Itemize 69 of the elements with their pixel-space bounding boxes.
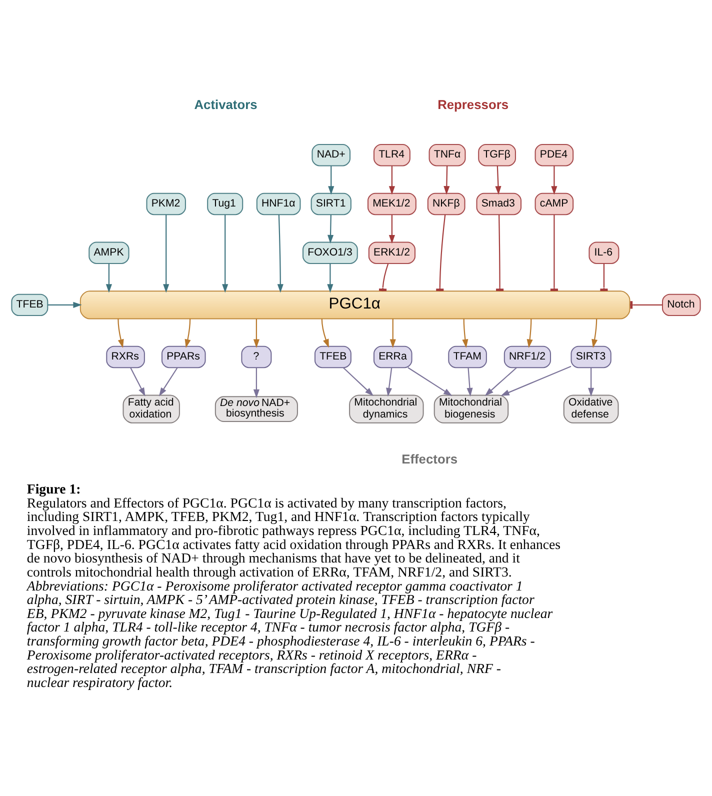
- node-box: TGFβ: [478, 144, 516, 166]
- node-box: TFEB: [314, 345, 352, 368]
- arrow: [184, 318, 191, 348]
- node-box: ERRa: [373, 345, 412, 368]
- arrow: [592, 318, 598, 348]
- arrow: [277, 214, 284, 292]
- arrow: [118, 318, 124, 348]
- arrow: [342, 366, 374, 396]
- node-box: PPARs: [161, 345, 206, 368]
- arrow: [466, 367, 473, 396]
- caption: Figure 1: Regulators and Effectors of PGC1α. PGC1α is activated by many transcription factors, including SIRT1, AMPK, TFEB, PKM2, Tug1, and HNF1α. Transcription factors typically involved in inflammatory and pro-fibrotic pathways repress PGC1α, including TLR4, TNFα, TGFβ, PDE4, IL-6. PGC1α activates fatty acid oxidation through PPARs and RXRs. It enhances de novo biosynthesis of NAD+ through mechanisms that have yet to be delineated, and it controls mitochondrial health through activation of ERRα, TFAM, NRF1/2, and SIRT3. Abbreviations: PGC1α - Peroxisome proliferator activated receptor gamma coactivator 1 alpha, SIRT - sirtuin, AMPK - 5’ AMP-activated protein kinase, TFEB - transcription factor EB, PKM2 - pyruvate kinase M2, Tug1 - Taurine Up-Regulated 1, HNF1α - hepatocyte nuclear factor 1 alpha, TLR4 - toll-like receptor 4, TNFα - tumor necrosis factor alpha, TGFβ - transforming growth factor beta, PDE4 - phosphodiesterase 4, IL-6 - interleukin 6, PPARs - Peroxisome proliferator-activated receptors, RXRs - retinoid X receptors, ERRα - estrogen-related receptor alpha, TFAM - transcription factor A, mitochondrial, NRF - nuclear respiratory factor.: [26, 480, 561, 690]
- node-box: Oxidative defense: [563, 394, 619, 423]
- node-box: PDE4: [534, 144, 574, 166]
- arrow: [388, 214, 395, 244]
- node-box: Tug1: [207, 192, 244, 215]
- node-box: TFEB: [11, 293, 48, 316]
- node-box: MEK1/2: [367, 192, 416, 215]
- arrow: [222, 214, 228, 292]
- label: Effectors: [402, 451, 458, 466]
- node-box: NRF1/2: [504, 345, 551, 368]
- node-box: SIRT3: [570, 345, 612, 368]
- node-box: Smad3: [476, 192, 522, 215]
- label: Activators: [194, 96, 258, 112]
- label: Repressors: [438, 96, 509, 112]
- arrow: [163, 214, 170, 292]
- node-box: FOXO1/3: [302, 241, 358, 264]
- arrow: [106, 263, 112, 292]
- node-box: ERK1/2: [368, 241, 416, 264]
- node-box: HNF1α: [256, 192, 301, 215]
- arrow: [500, 365, 572, 396]
- node-box: Fatty acid oxidation: [122, 394, 180, 423]
- node-box: De novo NAD+ biosynthesis: [214, 396, 298, 422]
- arrow: [444, 166, 450, 194]
- arrow: [408, 366, 452, 396]
- node-box: TLR4: [373, 144, 410, 166]
- arrow: [462, 318, 468, 348]
- node-box: TNFα: [428, 144, 466, 166]
- arrow: [321, 318, 329, 348]
- arrow: [388, 166, 395, 194]
- node-box: NKFβ: [427, 192, 466, 215]
- arrow: [551, 166, 558, 194]
- arrow: [328, 166, 334, 194]
- node-box: ?: [241, 345, 272, 368]
- node-box: RXRs: [106, 345, 145, 368]
- arrow: [130, 366, 146, 396]
- node-box: NAD+: [312, 144, 351, 166]
- node-box: cAMP: [534, 192, 574, 215]
- node-box: Notch: [662, 293, 701, 316]
- node-box: IL-6: [588, 241, 620, 264]
- arrow: [484, 366, 517, 396]
- arrow: [386, 367, 392, 396]
- node-box: Mitochondrial dynamics: [349, 394, 424, 423]
- arrow: [253, 318, 260, 348]
- arrow: [495, 166, 502, 194]
- arrow: [253, 367, 260, 398]
- arrow: [526, 318, 533, 348]
- node-box: Mitochondrial biogenesis: [434, 394, 509, 423]
- arrow: [588, 367, 594, 396]
- node-box: TFAM: [448, 345, 487, 368]
- arrow: [158, 366, 178, 396]
- connector: [630, 300, 662, 308]
- arrow: [48, 301, 82, 308]
- connector: [378, 263, 389, 291]
- node-box: AMPK: [88, 241, 130, 264]
- arrow: [327, 214, 334, 244]
- node-box: SIRT1: [310, 192, 352, 215]
- arrow: [390, 318, 396, 348]
- node-box: PKM2: [146, 192, 186, 215]
- arrow: [327, 263, 334, 292]
